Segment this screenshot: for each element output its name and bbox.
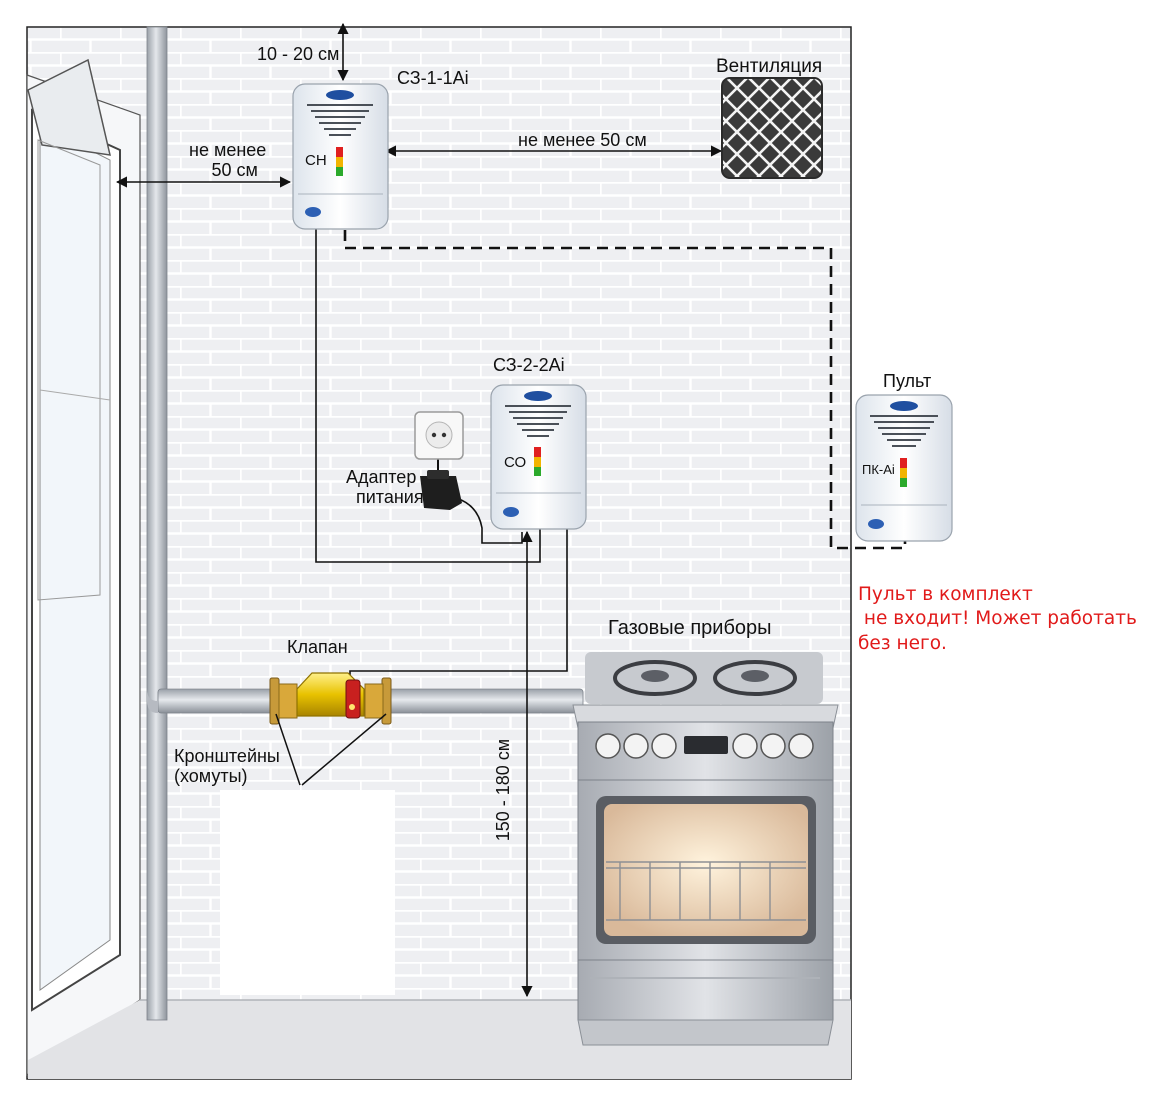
bracket-pointer-right bbox=[301, 713, 387, 786]
sensor2-gas-label: СО bbox=[504, 454, 527, 471]
min-window-line2: 50 см bbox=[211, 160, 258, 181]
sensor-sz-1-1ai bbox=[292, 83, 389, 230]
blank-area bbox=[220, 790, 395, 995]
window bbox=[26, 58, 851, 1079]
gas-valve bbox=[269, 672, 392, 725]
adapter-cable bbox=[455, 497, 523, 544]
min-distance-vent-label: не менее 50 см bbox=[518, 130, 647, 150]
bracket-pointer-left bbox=[275, 713, 301, 786]
valve-label: Клапан bbox=[287, 637, 348, 657]
remote-note: Пульт в комплект не входит! Может работа… bbox=[858, 583, 1148, 656]
min-distance-window-label: не менее 50 см bbox=[189, 140, 266, 180]
remote-link-cable bbox=[343, 230, 907, 550]
brackets-label: Кронштейны (хомуты) bbox=[174, 746, 280, 786]
sensor1-model-label: СЗ-1-1Ai bbox=[397, 68, 469, 88]
remote-pk-ai bbox=[855, 394, 953, 542]
remote-model-label: ПК-Ai bbox=[862, 462, 895, 477]
ventilation-label: Вентиляция bbox=[716, 56, 823, 77]
note-line3: без него. bbox=[858, 632, 947, 654]
power-socket bbox=[414, 411, 464, 460]
ventilation-grille bbox=[721, 77, 823, 179]
vertical-gas-pipe bbox=[146, 26, 168, 1021]
adapter-line1: Адаптер bbox=[346, 467, 417, 487]
power-adapter bbox=[420, 470, 462, 510]
sensor1-gas-label: СН bbox=[305, 152, 327, 169]
brackets-line2: (хомуты) bbox=[174, 766, 248, 787]
note-line2: не входит! Может работать bbox=[858, 608, 1137, 630]
note-line1: Пульт в комплект bbox=[858, 584, 1033, 605]
brackets-line1: Кронштейны bbox=[174, 746, 280, 766]
gas-appliances-label: Газовые приборы bbox=[608, 617, 772, 639]
remote-label: Пульт bbox=[883, 371, 932, 391]
adapter-line2: питания bbox=[356, 487, 424, 508]
sensor-sz-2-2ai bbox=[490, 384, 587, 530]
ceiling-gap-label: 10 - 20 см bbox=[257, 44, 340, 64]
sensor2-model-label: СЗ-2-2Ai bbox=[493, 355, 565, 375]
gas-stove bbox=[572, 652, 839, 1046]
height-label: 150 - 180 см bbox=[493, 738, 514, 842]
sensor-link-cable bbox=[315, 228, 541, 563]
min-window-line1: не менее bbox=[189, 140, 267, 160]
adapter-label: Адаптер питания bbox=[346, 467, 424, 507]
